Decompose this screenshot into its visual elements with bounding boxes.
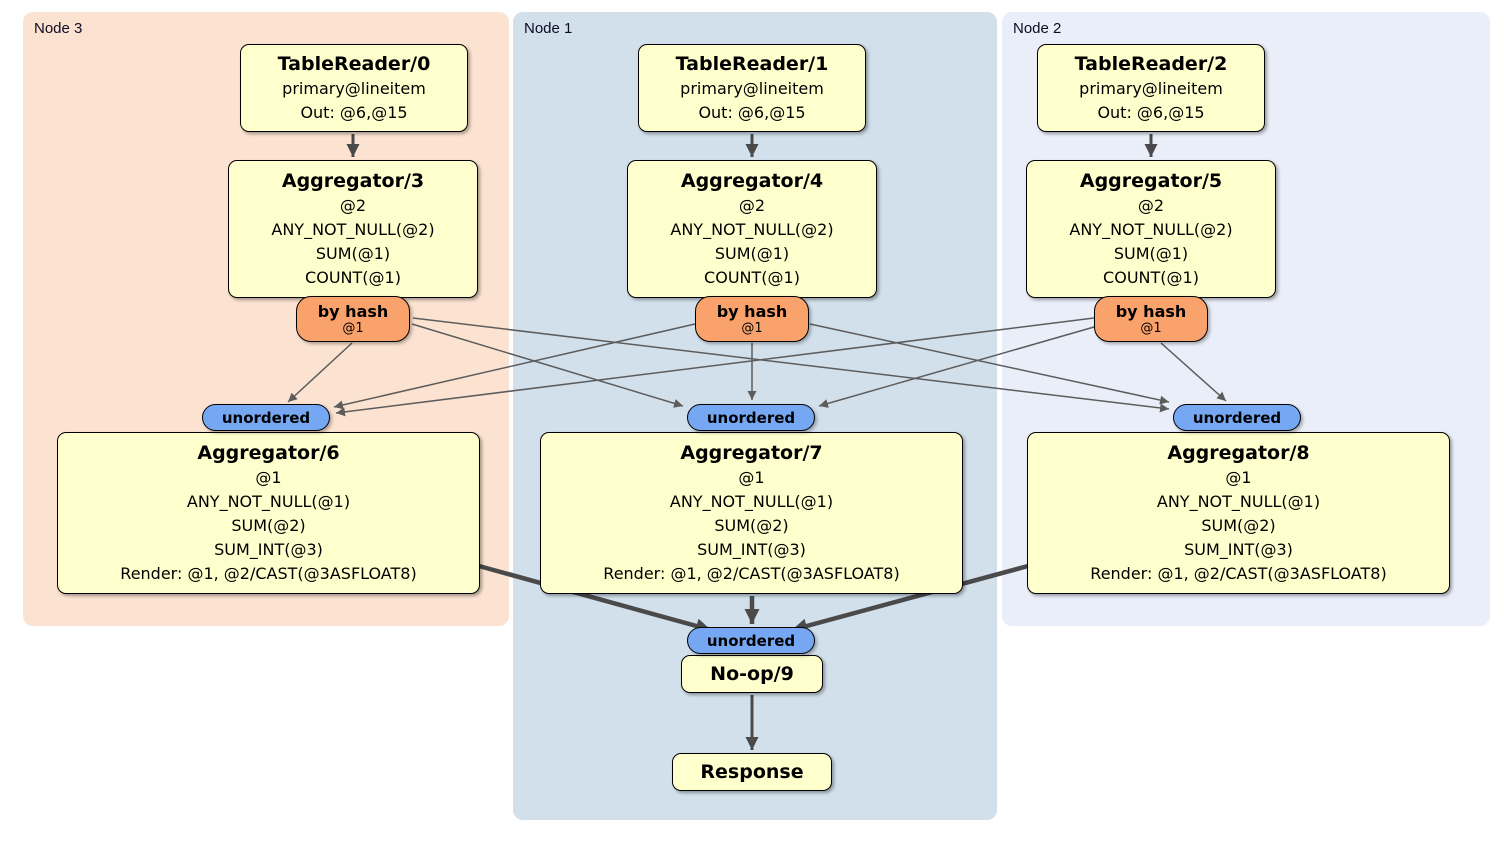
box-line: SUM(@2)	[1201, 516, 1276, 535]
unordered-stream-badge: unordered	[1173, 404, 1301, 431]
box-line: @1	[1225, 468, 1252, 487]
box-line: SUM(@2)	[714, 516, 789, 535]
box-title: Aggregator/3	[281, 170, 425, 192]
box-line: Out: @6,@15	[1097, 103, 1205, 122]
router-label: by hash	[317, 301, 389, 321]
aggregator-3-box: Aggregator/3 @2 ANY_NOT_NULL(@2) SUM(@1)…	[228, 160, 478, 298]
node-2-label: Node 2	[1013, 20, 1062, 37]
box-line: SUM_INT(@3)	[214, 540, 323, 559]
box-line: ANY_NOT_NULL(@1)	[1156, 492, 1321, 511]
tablereader-2-box: TableReader/2 primary@lineitem Out: @6,@…	[1037, 44, 1265, 132]
box-line: @2	[339, 196, 367, 215]
box-line: Render: @1, @2/CAST(@3ASFLOAT8)	[120, 564, 417, 583]
router-label: by hash	[1115, 301, 1187, 321]
box-line: @1	[738, 468, 765, 487]
tablereader-0-box: TableReader/0 primary@lineitem Out: @6,@…	[240, 44, 468, 132]
router-detail: @1	[741, 320, 763, 336]
box-line: Render: @1, @2/CAST(@3ASFLOAT8)	[1090, 564, 1387, 583]
node-3-label: Node 3	[34, 20, 83, 37]
box-line: ANY_NOT_NULL(@2)	[271, 220, 435, 239]
aggregator-6-box: Aggregator/6 @1 ANY_NOT_NULL(@1) SUM(@2)…	[57, 432, 480, 594]
box-line: COUNT(@1)	[704, 268, 800, 287]
box-line: SUM(@1)	[1113, 244, 1189, 263]
box-line: @2	[1137, 196, 1165, 215]
box-line: SUM(@2)	[231, 516, 306, 535]
box-title: TableReader/2	[1074, 53, 1228, 75]
box-line: @2	[738, 196, 766, 215]
aggregator-8-box: Aggregator/8 @1 ANY_NOT_NULL(@1) SUM(@2)…	[1027, 432, 1450, 594]
box-title: Aggregator/8	[1167, 442, 1310, 464]
box-title: Aggregator/7	[680, 442, 823, 464]
tablereader-1-box: TableReader/1 primary@lineitem Out: @6,@…	[638, 44, 866, 132]
box-line: COUNT(@1)	[1103, 268, 1199, 287]
box-line: SUM(@1)	[714, 244, 790, 263]
box-title: Aggregator/4	[680, 170, 824, 192]
stream-label: unordered	[1192, 408, 1282, 427]
aggregator-5-box: Aggregator/5 @2 ANY_NOT_NULL(@2) SUM(@1)…	[1026, 160, 1276, 298]
box-title: Aggregator/5	[1079, 170, 1223, 192]
box-line: Out: @6,@15	[300, 103, 408, 122]
box-title: TableReader/0	[277, 53, 431, 75]
router-label: by hash	[716, 301, 788, 321]
box-title: Response	[700, 761, 804, 783]
box-title: TableReader/1	[675, 53, 829, 75]
hash-router-badge: by hash @1	[1094, 296, 1208, 342]
router-detail: @1	[1140, 320, 1162, 336]
box-line: Out: @6,@15	[698, 103, 806, 122]
aggregator-4-box: Aggregator/4 @2 ANY_NOT_NULL(@2) SUM(@1)…	[627, 160, 877, 298]
stream-label: unordered	[221, 408, 311, 427]
box-line: SUM_INT(@3)	[1184, 540, 1293, 559]
stream-label: unordered	[706, 408, 796, 427]
box-line: primary@lineitem	[680, 79, 824, 98]
unordered-stream-badge: unordered	[202, 404, 330, 431]
unordered-stream-badge: unordered	[687, 404, 815, 431]
box-line: ANY_NOT_NULL(@1)	[186, 492, 351, 511]
stream-label: unordered	[706, 631, 796, 650]
aggregator-7-box: Aggregator/7 @1 ANY_NOT_NULL(@1) SUM(@2)…	[540, 432, 963, 594]
box-line: Render: @1, @2/CAST(@3ASFLOAT8)	[603, 564, 900, 583]
box-line: ANY_NOT_NULL(@2)	[1069, 220, 1233, 239]
box-title: No-op/9	[710, 663, 794, 685]
box-line: SUM(@1)	[315, 244, 391, 263]
final-unordered-stream-badge: unordered	[687, 627, 815, 654]
box-line: primary@lineitem	[1079, 79, 1223, 98]
box-line: primary@lineitem	[282, 79, 426, 98]
box-line: COUNT(@1)	[305, 268, 401, 287]
hash-router-badge: by hash @1	[296, 296, 410, 342]
response-box: Response	[672, 753, 832, 791]
node-1-label: Node 1	[524, 20, 573, 37]
box-line: @1	[255, 468, 282, 487]
router-detail: @1	[342, 320, 364, 336]
noop-9-box: No-op/9	[681, 655, 823, 693]
box-line: ANY_NOT_NULL(@2)	[670, 220, 834, 239]
hash-router-badge: by hash @1	[695, 296, 809, 342]
box-line: SUM_INT(@3)	[697, 540, 806, 559]
box-title: Aggregator/6	[197, 442, 340, 464]
box-line: ANY_NOT_NULL(@1)	[669, 492, 834, 511]
